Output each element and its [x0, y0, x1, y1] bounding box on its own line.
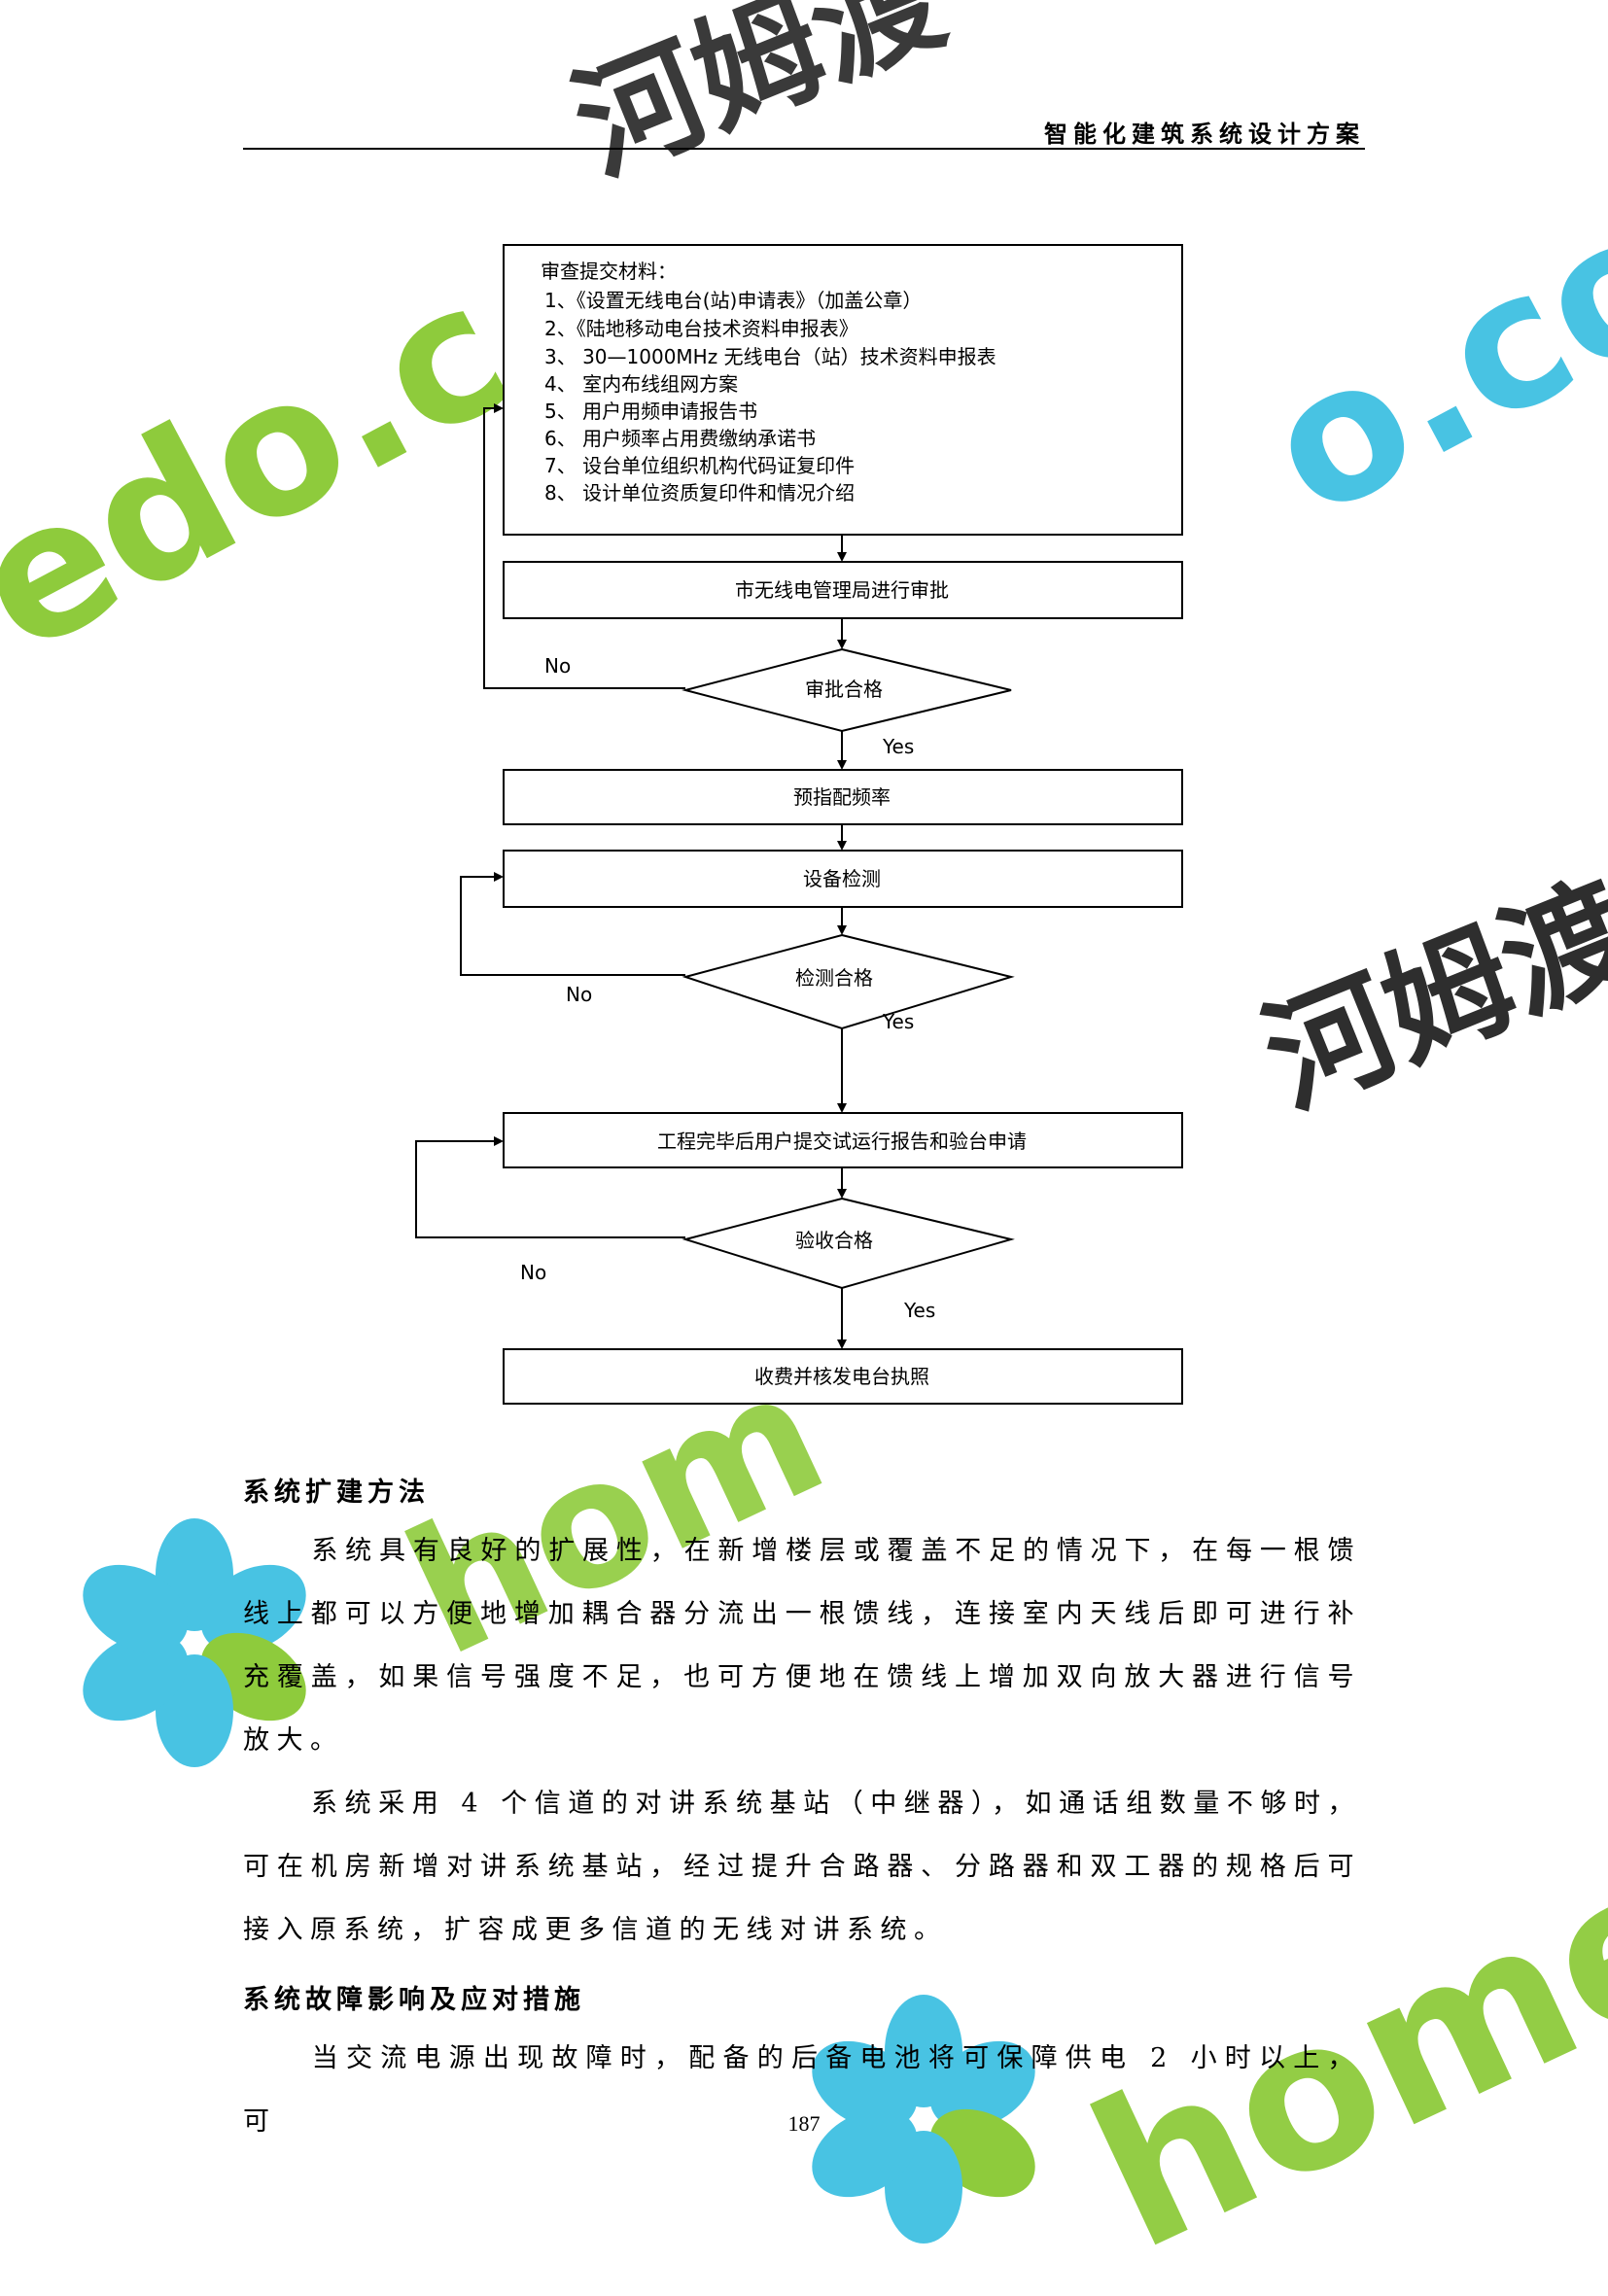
- paragraph: 系统具有良好的扩展性，在新增楼层或覆盖不足的情况下，在每一根馈线上都可以方便地增…: [243, 1536, 1361, 1756]
- acceptance-decision-label: 验收合格: [795, 1229, 873, 1252]
- materials-item: 2、《陆地移动电台技术资料申报表》: [544, 317, 858, 340]
- yes-label: Yes: [882, 735, 914, 758]
- header-rule: [243, 148, 1365, 150]
- frequency-step-label: 预指配频率: [793, 785, 891, 809]
- license-application-flowchart: 审查提交材料： 1、《设置无线电台(站)申请表》（加盖公章） 2、《陆地移动电台…: [415, 244, 1183, 1405]
- no-label: No: [566, 983, 592, 1006]
- materials-box: [503, 244, 1183, 536]
- approval-decision-label: 审批合格: [805, 678, 883, 701]
- section-heading-fault-handling: 系统故障影响及应对措施: [243, 1985, 585, 2015]
- yes-label: Yes: [882, 1010, 914, 1033]
- materials-item: 1、《设置无线电台(站)申请表》（加盖公章）: [544, 289, 922, 312]
- materials-title: 审查提交材料：: [541, 260, 677, 283]
- frequency-box: [503, 769, 1183, 825]
- materials-item: 6、 用户频率占用费缴纳承诺书: [544, 427, 816, 450]
- review-box: [503, 561, 1183, 619]
- paragraph: 系统采用 4 个信道的对讲系统基站（中继器），如通话组数量不够时，可在机房新增对…: [243, 1789, 1361, 1945]
- no-label: No: [544, 654, 571, 678]
- section-heading-expansion: 系统扩建方法: [243, 1478, 430, 1508]
- yes-label: Yes: [903, 1299, 935, 1322]
- materials-item: 7、 设台单位组织机构代码证复印件: [544, 454, 855, 477]
- completion-step-label: 工程完毕后用户提交试运行报告和验台申请: [657, 1130, 1027, 1153]
- materials-item: 8、 设计单位资质复印件和情况介绍: [544, 481, 855, 504]
- license-step-label: 收费并核发电台执照: [754, 1365, 929, 1388]
- materials-item: 3、 30—1000MHz 无线电台（站）技术资料申报表: [544, 345, 996, 368]
- equipment-test-label: 设备检测: [803, 867, 881, 890]
- materials-item: 4、 室内布线组网方案: [544, 372, 738, 396]
- page-number: 187: [787, 2111, 821, 2136]
- no-label: No: [520, 1261, 546, 1284]
- running-header-title: 智能化建筑系统设计方案: [1044, 121, 1365, 148]
- materials-item: 5、 用户用频申请报告书: [544, 400, 757, 423]
- review-step-label: 市无线电管理局进行审批: [735, 578, 949, 602]
- license-box: [503, 1348, 1183, 1405]
- test-decision-label: 检测合格: [795, 966, 873, 990]
